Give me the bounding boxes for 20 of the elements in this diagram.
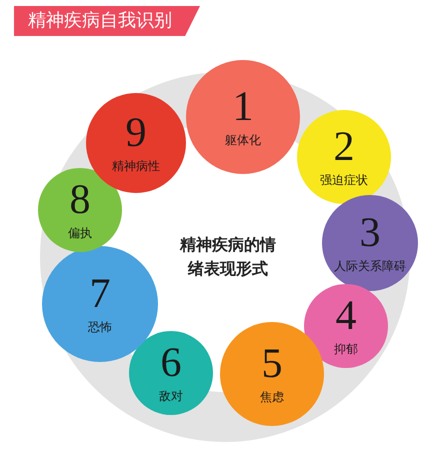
number-label: 7 [90, 272, 110, 314]
category-label: 人际关系障碍 [334, 258, 406, 274]
category-label: 敌对 [159, 388, 183, 404]
number-label: 5 [262, 342, 282, 384]
category-label: 偏执 [68, 224, 92, 242]
category-label: 恐怖 [88, 318, 112, 336]
category-label: 强迫症状 [320, 172, 368, 188]
number-label: 6 [160, 342, 182, 384]
number-label: 3 [360, 212, 380, 254]
center-heading: 精神疾病的情绪表现形式 [180, 234, 276, 280]
number-label: 2 [334, 126, 354, 168]
number-label: 4 [336, 294, 356, 336]
number-label: 9 [126, 112, 146, 154]
number-label: 1 [232, 86, 254, 128]
category-label: 精神病性 [112, 158, 160, 174]
number-label: 8 [70, 178, 90, 220]
category-label: 躯体化 [225, 132, 261, 148]
category-label: 焦虑 [260, 388, 284, 406]
category-label: 抑郁 [334, 340, 358, 358]
title-banner: 精神疾病自我识别 [14, 6, 200, 36]
